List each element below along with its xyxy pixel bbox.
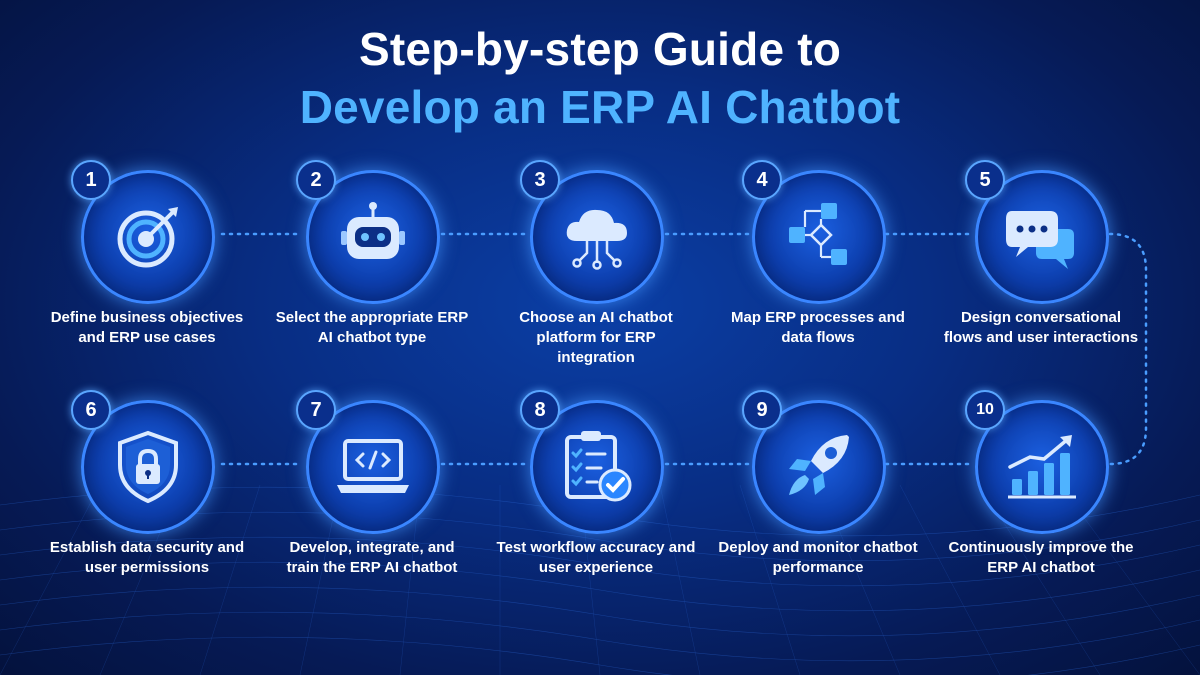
step-7-ring <box>306 400 440 534</box>
step-7-badge: 7 <box>296 390 336 430</box>
flowchart-icon <box>789 203 847 265</box>
step-1: 1 Define business objectives and ERP use… <box>47 160 247 380</box>
step-2-badge: 2 <box>296 160 336 200</box>
step-4: 4 Map ERP processes and data flows <box>718 160 918 380</box>
step-8-ring <box>530 400 664 534</box>
title-line-1: Step-by-step Guide to <box>358 23 842 75</box>
chat-bubbles-icon <box>1006 211 1074 269</box>
step-9: 9 Deploy and monitor chatbot performance <box>718 390 918 610</box>
step-7: 7 Develop, integrate, and train the ERP … <box>272 390 472 610</box>
step-9-label: Deploy and monitor chatbot performance <box>718 539 918 576</box>
step-6-ring <box>81 400 215 534</box>
step-3-ring <box>530 170 664 304</box>
step-2: 2 Select the appropriate ERP AI chatbot … <box>272 160 472 380</box>
step-3-label: Choose an AI chatbot platform for ERP in… <box>519 309 673 366</box>
step-3-badge: 3 <box>520 160 560 200</box>
cloud-network-icon <box>566 209 627 270</box>
shield-lock-icon <box>118 430 178 504</box>
step-5-label: Design conversational flows and user int… <box>943 309 1139 346</box>
step-8: 8 Test workflow accuracy and user experi… <box>496 390 696 610</box>
title-line-2: Develop an ERP AI Chatbot <box>299 81 901 133</box>
growth-chart-icon <box>1008 435 1076 499</box>
step-7-label: Develop, integrate, and train the ERP AI… <box>286 539 458 576</box>
step-4-badge: 4 <box>742 160 782 200</box>
laptop-code-icon <box>337 439 409 493</box>
step-10: 10 Continuously improve the ERP AI chatb… <box>941 390 1141 610</box>
checklist-icon <box>565 431 632 502</box>
step-6-badge: 6 <box>71 390 111 430</box>
step-6: 6 Establish data security and user permi… <box>47 390 247 610</box>
step-3: 3 Choose an AI chatbot platform for ERP … <box>496 160 696 380</box>
step-10-label: Continuously improve the ERP AI chatbot <box>948 539 1134 576</box>
step-6-label: Establish data security and user permiss… <box>49 539 245 576</box>
robot-icon <box>341 202 405 259</box>
rocket-icon <box>789 435 849 495</box>
target-icon <box>117 207 178 268</box>
step-9-badge: 9 <box>742 390 782 430</box>
step-4-label: Map ERP processes and data flows <box>731 309 905 346</box>
step-8-badge: 8 <box>520 390 560 430</box>
step-5: 5 Design conversational flows and user i… <box>941 160 1141 380</box>
step-10-badge: 10 <box>965 390 1005 430</box>
step-2-label: Select the appropriate ERP AI chatbot ty… <box>275 309 469 346</box>
step-8-label: Test workflow accuracy and user experien… <box>496 539 696 576</box>
step-1-label: Define business objectives and ERP use c… <box>50 309 244 346</box>
step-1-ring <box>81 170 215 304</box>
step-5-badge: 5 <box>965 160 1005 200</box>
step-1-badge: 1 <box>71 160 111 200</box>
background-mesh <box>0 484 1200 675</box>
